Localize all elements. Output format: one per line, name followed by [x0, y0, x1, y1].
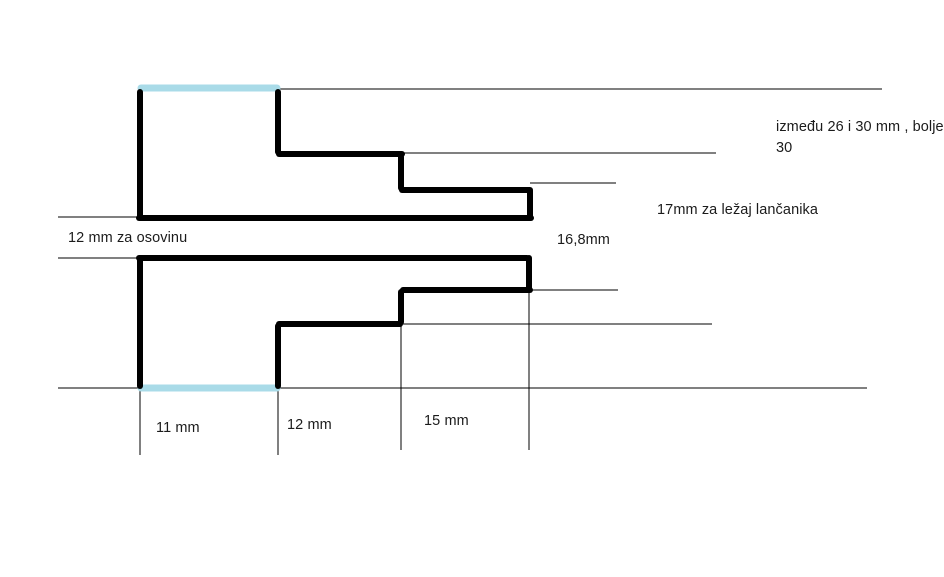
axle-note-label: 12 mm za osovinu [68, 230, 188, 246]
lower-profile-group [136, 255, 533, 389]
dimension-label-15mm: 15 mm [424, 413, 469, 429]
upper-profile-group [136, 89, 534, 221]
highlight-group [137, 84, 281, 392]
projection-line-group [58, 88, 882, 389]
dimension-label-11mm: 11 mm [156, 420, 200, 436]
bearing-note-label: 17mm za ležaj lančanika [657, 202, 819, 218]
dimension-label-12mm: 12 mm [287, 417, 332, 433]
range-note-label: između 26 i 30 mm , bolje 30 [776, 119, 944, 157]
mid-dimension-label: 16,8mm [557, 232, 610, 248]
